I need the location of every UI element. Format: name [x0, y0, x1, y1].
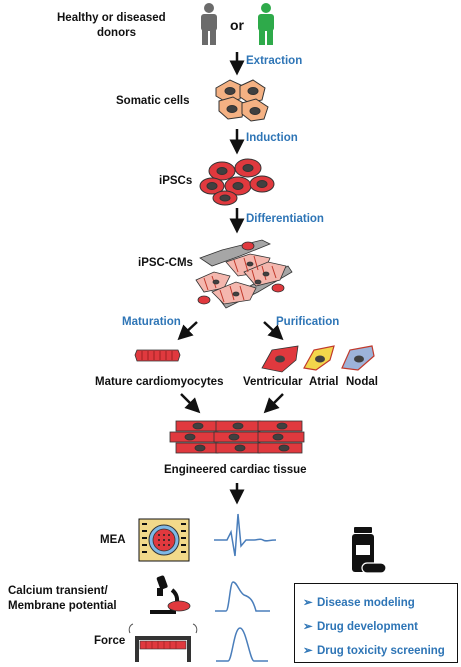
ipsc-cms-graphic [195, 239, 293, 309]
application-item-disease-modeling: ➢Disease modeling [303, 597, 415, 609]
ipscs-graphic [199, 158, 275, 206]
donors-label-line2: donors [97, 27, 136, 39]
ventricular-cell-graphic [261, 345, 299, 373]
person-gray-icon [201, 3, 217, 45]
mea-label: MEA [100, 534, 126, 546]
mature-cardiomyocyte-graphic [134, 349, 181, 362]
nodal-cell-graphic [341, 345, 375, 371]
bullet-chevron-icon: ➢ [303, 645, 313, 657]
application-item-drug-development: ➢Drug development [303, 621, 418, 633]
atrial-cell-graphic [303, 345, 335, 371]
force-rig-icon [128, 623, 198, 662]
mea-trace [214, 513, 277, 557]
ipscs-label: iPSCs [159, 175, 193, 187]
mea-chip-icon [138, 518, 190, 562]
differentiation-label: Differentiation [246, 213, 324, 225]
arrow-purification [263, 321, 284, 341]
arrow-mature-to-tissue [180, 393, 201, 414]
pill-bottle-icon [352, 527, 387, 574]
force-trace [216, 627, 268, 662]
extraction-label: Extraction [246, 55, 303, 67]
arrow-maturation [177, 321, 198, 341]
arrow-subtypes-to-tissue [263, 393, 284, 414]
nodal-label: Nodal [346, 376, 378, 388]
bullet-chevron-icon: ➢ [303, 621, 313, 633]
calcium-label-line1: Calcium transient/ [8, 585, 108, 597]
or-label: or [230, 17, 244, 33]
maturation-label: Maturation [122, 316, 181, 328]
person-green-icon [258, 3, 274, 45]
donors-label-line1: Healthy or diseased [57, 12, 166, 24]
engineered-tissue-label: Engineered cardiac tissue [164, 464, 307, 476]
calcium-trace [215, 581, 270, 612]
purification-label: Purification [276, 316, 340, 328]
induction-label: Induction [246, 132, 298, 144]
applications-box: ➢Disease modeling ➢Drug development ➢Dru… [294, 583, 458, 663]
bullet-chevron-icon: ➢ [303, 597, 313, 609]
mature-cardiomyocytes-label: Mature cardiomyocytes [95, 376, 224, 388]
engineered-tissue-graphic [169, 420, 305, 454]
application-item-drug-toxicity: ➢Drug toxicity screening [303, 645, 445, 657]
atrial-label: Atrial [309, 376, 339, 388]
force-label: Force [94, 635, 126, 647]
calcium-label-line2: Membrane potential [8, 600, 117, 612]
ventricular-label: Ventricular [243, 376, 303, 388]
microscope-icon [150, 575, 191, 614]
somatic-cells-label: Somatic cells [116, 95, 190, 107]
ipsc-cms-label: iPSC-CMs [138, 257, 193, 269]
somatic-cells-graphic [215, 79, 269, 122]
